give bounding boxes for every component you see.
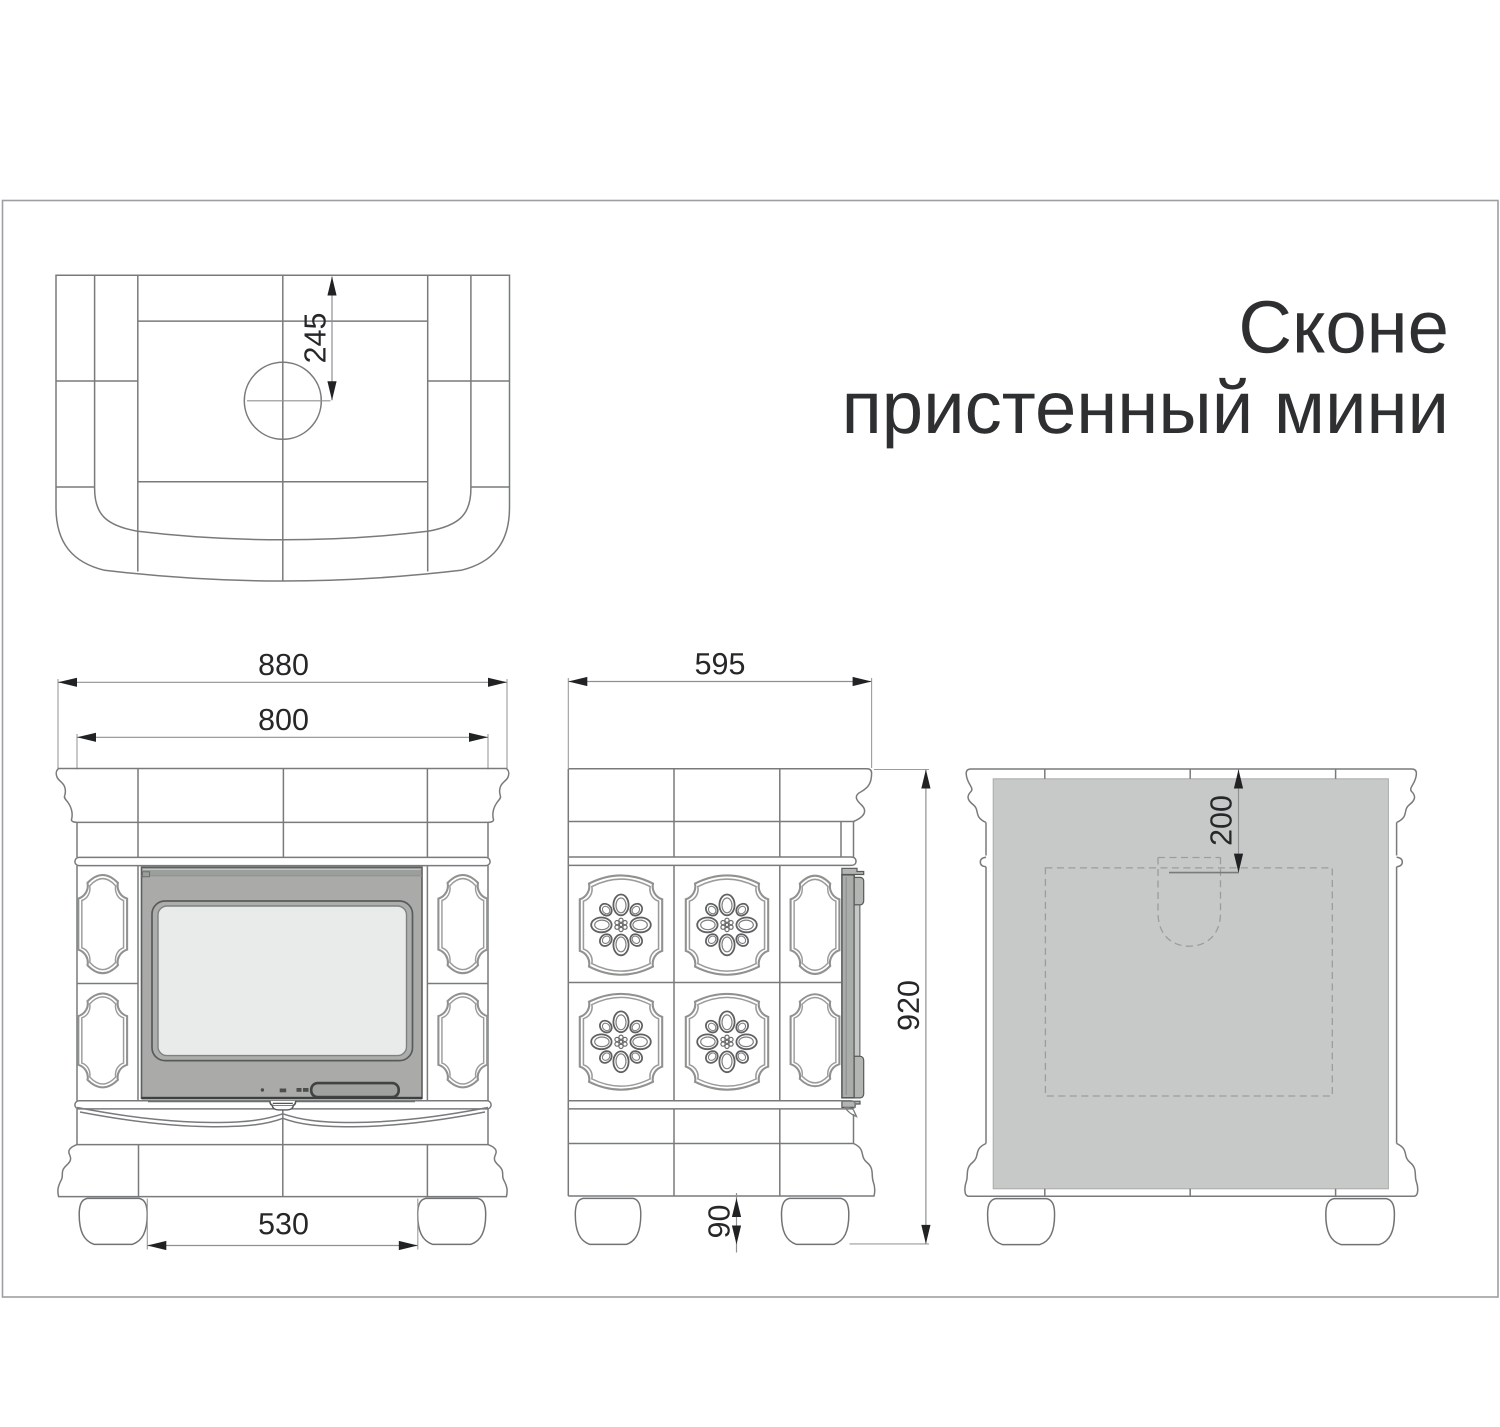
svg-text:Сконе: Сконе: [1238, 286, 1449, 369]
svg-text:пристенный мини: пристенный мини: [842, 366, 1449, 449]
